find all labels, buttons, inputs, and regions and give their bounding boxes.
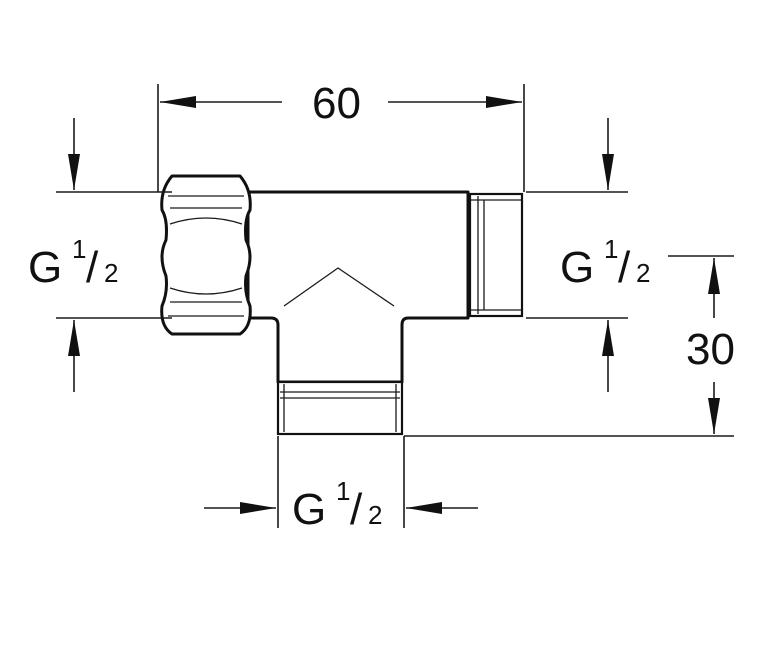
bottom-thread-slash: / [350, 485, 363, 534]
nut-curve [169, 217, 243, 225]
dimension-right-thread: G 1 / 2 [526, 118, 650, 392]
dimension-length: 60 [157, 79, 525, 192]
arrow-head [406, 502, 442, 514]
arrow-head [602, 320, 614, 356]
right-thread-num: 1 [604, 234, 618, 264]
fitting-body [246, 190, 470, 384]
left-thread-slash: / [86, 243, 99, 292]
bottom-thread-outer [276, 380, 404, 436]
right-thread [468, 192, 524, 318]
right-thread-slash: / [618, 243, 631, 292]
left-thread-letter: G [28, 243, 62, 292]
bottom-thread-den: 2 [368, 500, 382, 530]
right-thread-outer [468, 192, 524, 318]
nut-curve [169, 287, 243, 295]
nut-outline [160, 174, 252, 336]
dimension-height: 30 [404, 255, 735, 437]
arrow-head [708, 258, 720, 294]
arrow-head [240, 502, 276, 514]
left-thread-num: 1 [72, 234, 86, 264]
right-thread-letter: G [560, 243, 594, 292]
right-thread-den: 2 [636, 258, 650, 288]
dimension-left-thread: G 1 / 2 [28, 118, 172, 392]
union-nut [160, 174, 252, 336]
arrow-head [708, 398, 720, 434]
arrow-head [486, 96, 522, 108]
dimension-30-label: 30 [686, 325, 735, 374]
bottom-thread-letter: G [292, 485, 326, 534]
arrow-head [160, 96, 196, 108]
arrow-head [602, 154, 614, 190]
arrow-head [68, 320, 80, 356]
bottom-thread [276, 380, 404, 436]
body-outline [246, 190, 470, 384]
dimension-60-label: 60 [312, 79, 361, 128]
left-thread-den: 2 [104, 258, 118, 288]
flow-chevron [283, 267, 395, 307]
arrow-head [68, 154, 80, 190]
bottom-thread-num: 1 [336, 476, 350, 506]
dimension-bottom-thread: G 1 / 2 [204, 436, 478, 534]
